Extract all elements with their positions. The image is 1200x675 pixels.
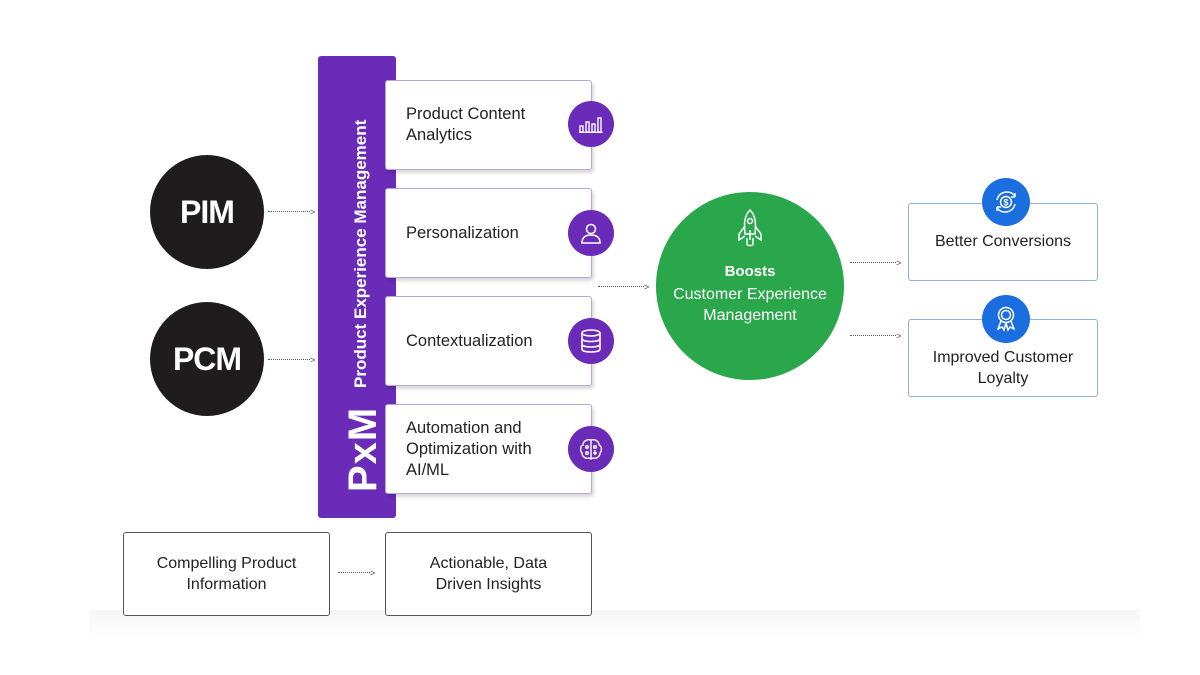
cx-hub-circle: Boosts Customer Experience Management [656,192,844,380]
hub-label: Customer Experience Management [673,286,827,324]
capability-card-personalization: Personalization [385,188,592,278]
pcm-circle: PCM [150,302,264,416]
brain-icon [568,426,614,472]
capability-card-contextualization: Contextualization [385,296,592,386]
pxm-abbr: PxM [341,406,385,492]
capability-label: Contextualization [406,331,533,350]
outcome-label: Better Conversions [934,233,1072,250]
arrow-pcm-to-pxm: > [268,355,316,365]
capability-label: Product Content Analytics [406,105,526,144]
arrow-pxm-to-hub: > [598,282,650,292]
hub-bold-label: Boosts [724,263,776,280]
database-icon [568,318,614,364]
capability-label: Personalization [406,223,519,242]
award-badge-icon [982,295,1030,343]
capability-label: Automation and Optimization with AI/ML [406,418,532,479]
dollar-cycle-icon: $ [982,178,1030,226]
svg-text:$: $ [1003,198,1008,208]
arrow-hub-to-loyalty: > [850,331,902,341]
bottom-box-product-info: Compelling Product Information [123,532,330,616]
pim-circle: PIM [150,155,264,269]
pxm-bar [318,56,396,518]
arrow-hub-to-conversions: > [850,258,902,268]
user-icon [568,210,614,256]
pxm-full-title: Product Experience Management [351,119,370,388]
arrow-pim-to-pxm: > [268,207,316,217]
rocket-icon [738,208,762,247]
bottom-box-insights: Actionable, Data Driven Insights [385,532,592,616]
bottom-label: Actionable, Data Driven Insights [429,555,548,593]
capability-card-automation: Automation and Optimization with AI/ML [385,404,592,494]
pim-label: PIM [180,193,235,230]
outcome-label: Improved Customer Loyalty [932,349,1074,387]
arrow-info-to-insights: > [338,568,376,578]
bar-chart-icon [568,101,614,147]
bottom-label: Compelling Product Information [156,555,297,593]
capability-card-analytics: Product Content Analytics [385,80,592,170]
pcm-label: PCM [172,340,242,377]
